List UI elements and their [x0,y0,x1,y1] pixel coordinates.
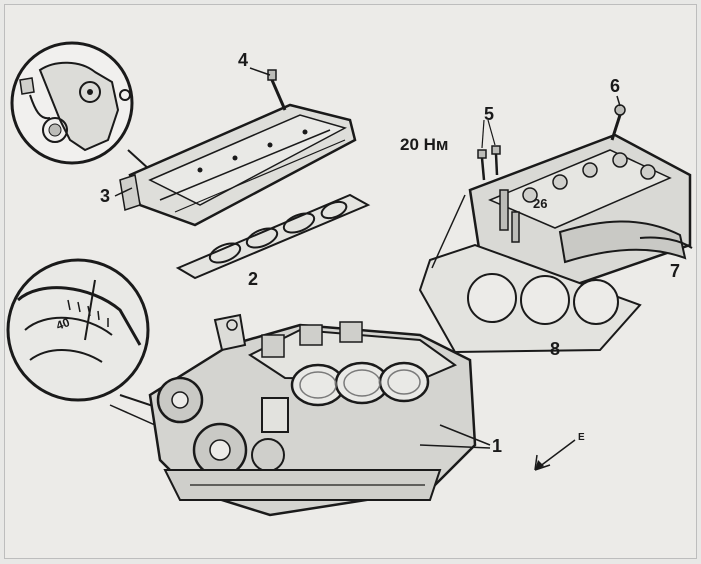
cylinder-head-cover [119,103,357,227]
callout-7: 7 [670,261,680,281]
direction-arrow: E [534,432,585,471]
callout-5: 5 [484,104,494,124]
bolt-4 [267,69,287,111]
leader-3 [114,187,133,197]
torque-label: 20 Нм [400,135,449,154]
leader-6 [616,95,621,107]
head-cover-gasket [175,193,371,280]
detail-circle-top [10,41,151,171]
callout-6: 6 [610,76,620,96]
leader-4 [249,67,271,76]
callout-1: 1 [492,436,502,456]
bolts-5 [477,119,501,181]
callout-2: 2 [248,269,258,289]
callout-8: 8 [550,339,560,359]
cylinder-head [468,133,693,292]
callout-3: 3 [100,186,110,206]
callout-4: 4 [238,50,248,70]
bolt-6 [610,104,626,141]
bolt-label-26: 26 [533,196,547,211]
cylinder-head-gasket [418,194,642,354]
arrow-letter: E [578,432,585,443]
engine-block [148,313,491,517]
detail-mark-40: 40 [54,315,72,333]
